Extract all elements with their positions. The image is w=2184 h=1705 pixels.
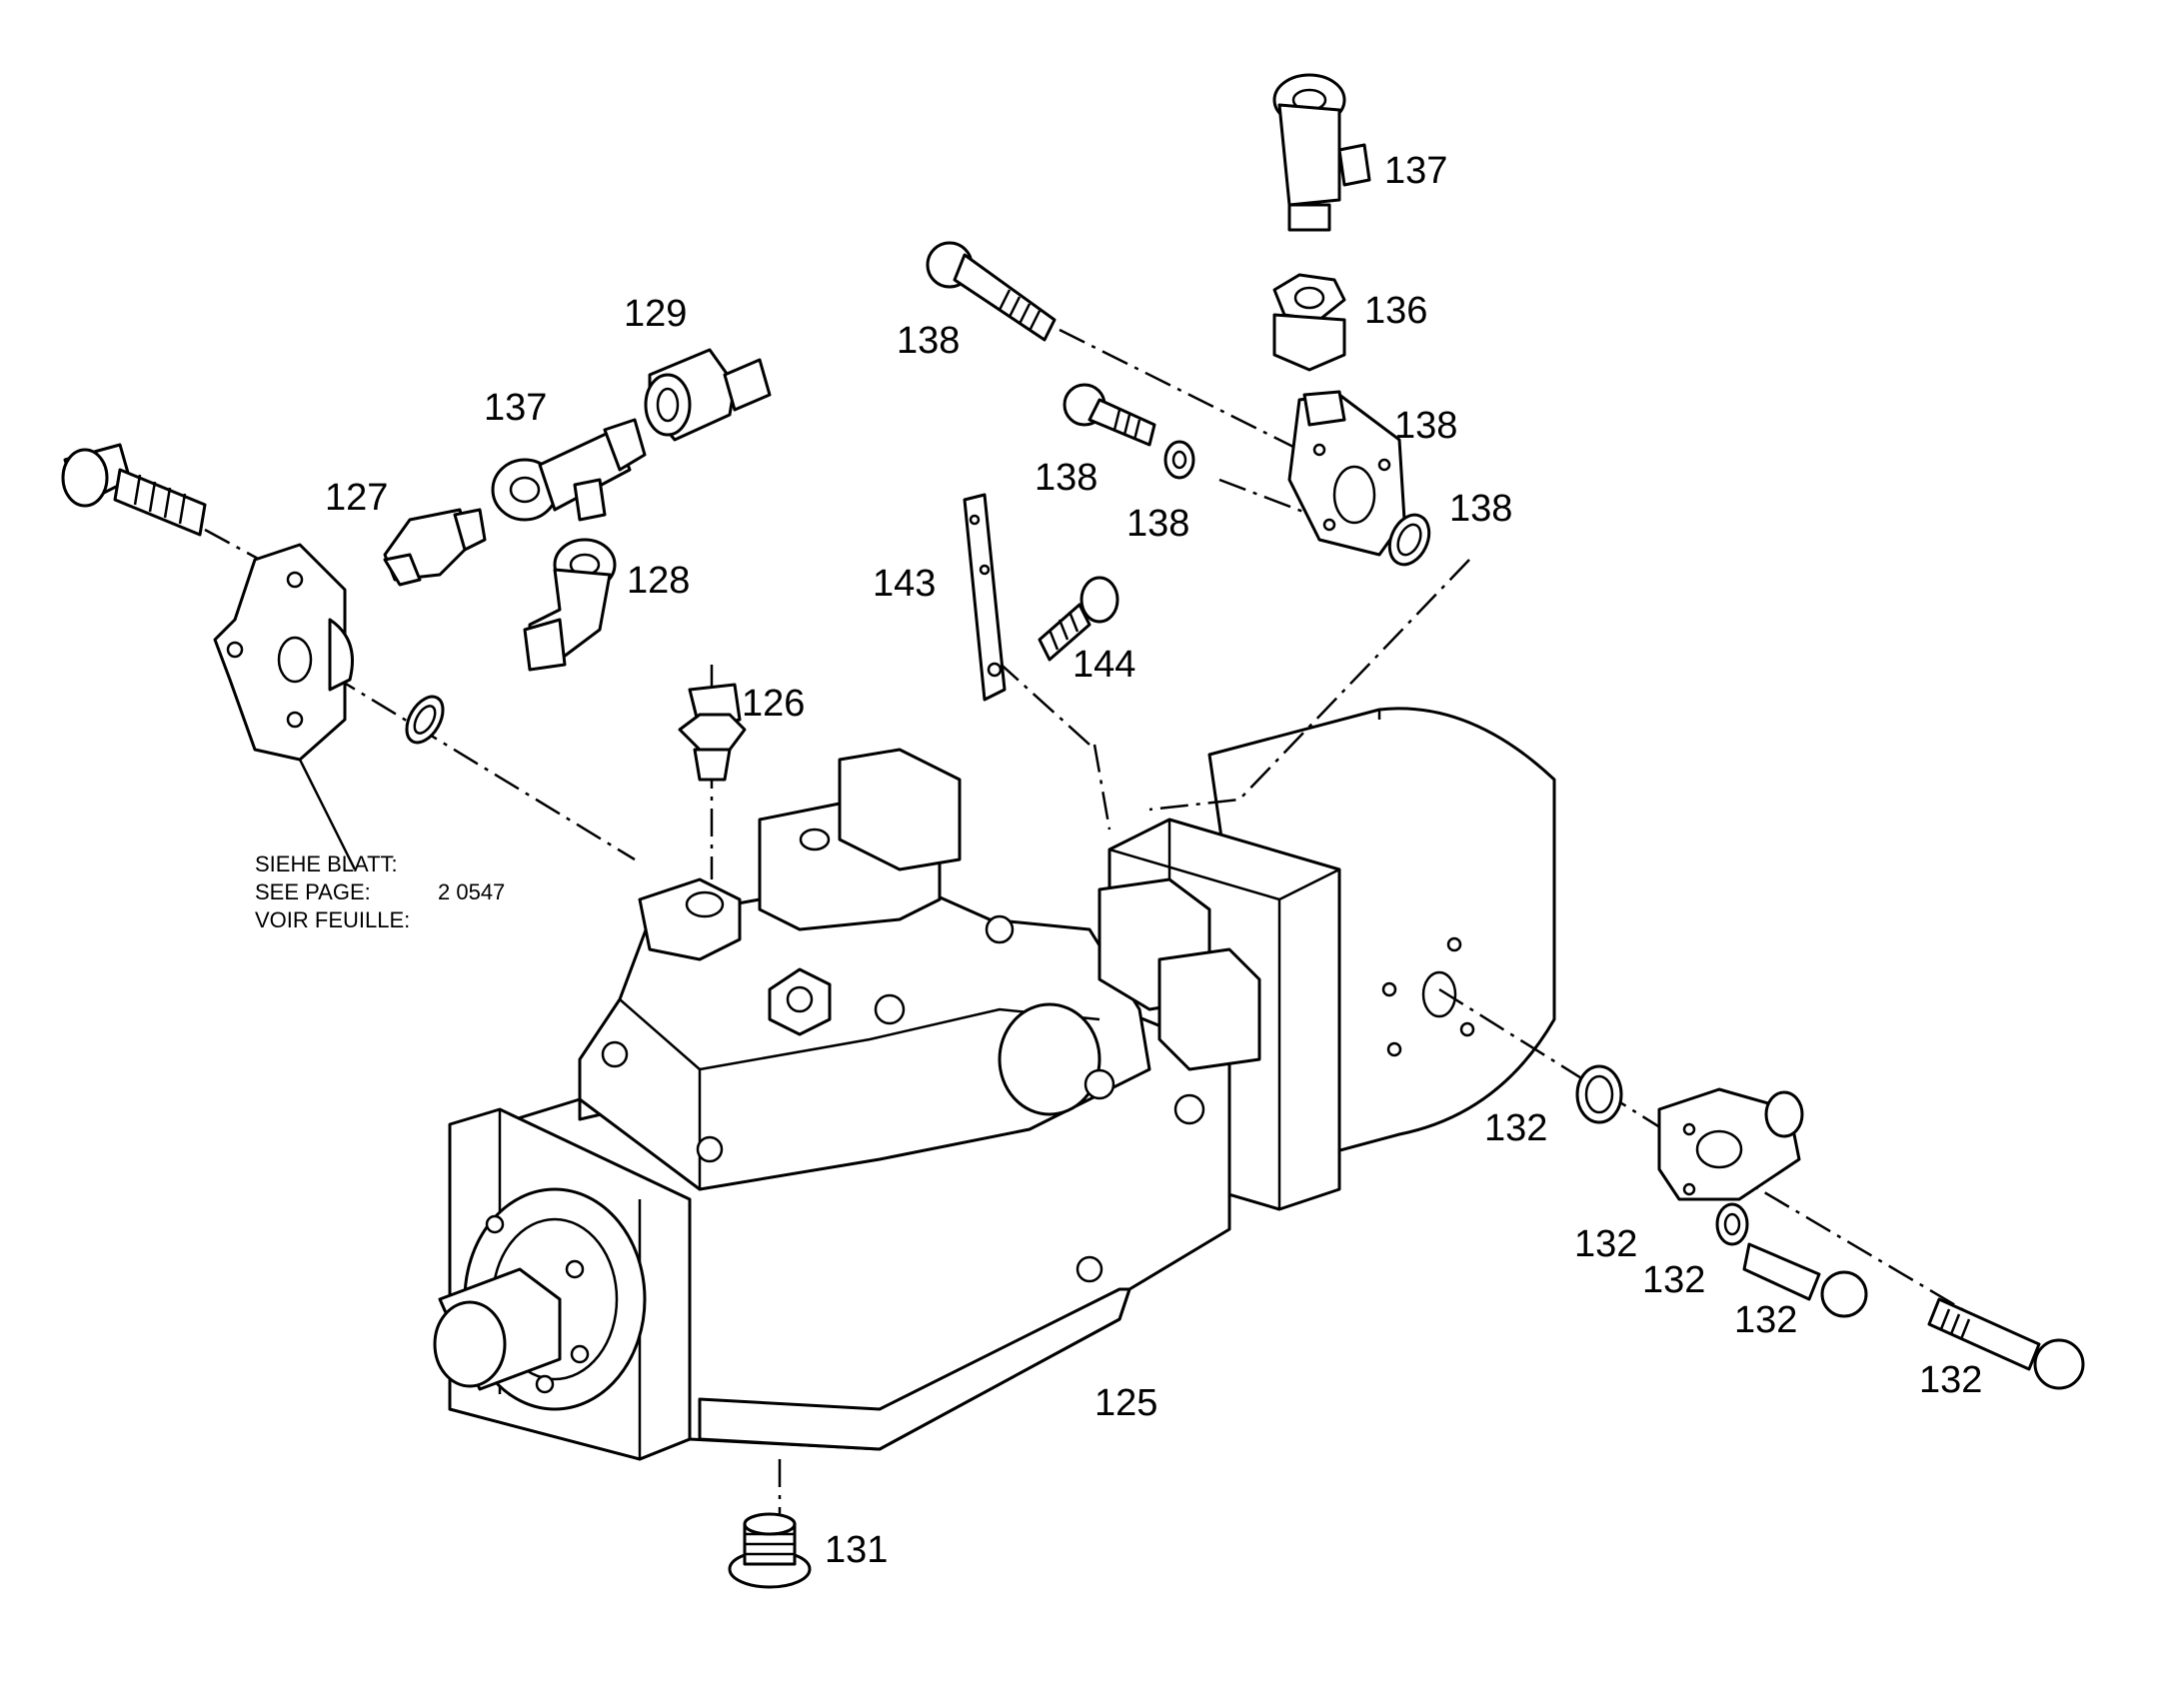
- cap-screw-132-short: [1742, 1242, 1868, 1318]
- callout-125: 125: [1094, 1382, 1157, 1424]
- elbow-fitting-128: [523, 538, 617, 672]
- callout-143: 143: [873, 563, 936, 605]
- reference-note: SIEHE BLATT: SEE PAGE: 2 0547 VOIR FEUIL…: [255, 852, 505, 932]
- callout-137-left: 137: [484, 387, 547, 429]
- callout-132-o-ring: 132: [1484, 1107, 1547, 1149]
- block-138: [1287, 390, 1406, 557]
- cap-screw-left: [61, 443, 207, 537]
- plug-131: [728, 1512, 812, 1589]
- connector-129: [644, 348, 772, 442]
- o-ring-138: [1387, 513, 1431, 567]
- callout-127: 127: [325, 477, 388, 519]
- callout-132-long-screw: 132: [1919, 1359, 1982, 1401]
- flange-132: [1657, 1087, 1804, 1201]
- callout-128: 128: [627, 560, 690, 602]
- fitting-126: [678, 683, 747, 782]
- callout-138-block: 138: [1394, 405, 1457, 447]
- reference-line-french: VOIR FEUILLE:: [255, 907, 410, 932]
- strap-143: [963, 493, 1007, 702]
- callout-132-short-screw: 132: [1734, 1299, 1797, 1341]
- reference-line-german: SIEHE BLATT:: [255, 852, 398, 876]
- tee-fitting-137-left: [491, 418, 647, 522]
- callout-138-o-ring: 138: [1449, 488, 1512, 530]
- callout-138-long-screw: 138: [897, 320, 960, 362]
- reference-page-number: 2 0547: [438, 879, 505, 904]
- hydraulic-pump-assembly: [433, 707, 1556, 1461]
- o-ring-left: [405, 695, 445, 745]
- cap-screw-132-long: [1927, 1297, 2085, 1390]
- tee-fitting-137-top: [1272, 73, 1371, 232]
- reference-line-english: SEE PAGE:: [255, 879, 371, 904]
- cap-screw-144: [1038, 576, 1119, 662]
- callout-132-flange: 132: [1574, 1223, 1637, 1265]
- callout-131: 131: [825, 1529, 888, 1571]
- side-flange-127: [213, 543, 354, 762]
- callout-138-washer: 138: [1126, 503, 1189, 545]
- callout-labels: 137 136 138 138 138 138 138 129 137 127 …: [325, 150, 1982, 1571]
- callout-144: 144: [1073, 644, 1135, 686]
- callout-126: 126: [742, 683, 805, 725]
- callout-138-short-screw: 138: [1035, 457, 1097, 499]
- callout-129: 129: [624, 293, 687, 335]
- callout-136: 136: [1364, 290, 1427, 332]
- washer-138: [1163, 440, 1195, 480]
- cap-screw-138-long: [926, 241, 1057, 342]
- callout-137-top: 137: [1384, 150, 1447, 192]
- nut-136: [1272, 273, 1346, 372]
- callout-132-washer: 132: [1642, 1259, 1705, 1301]
- cap-screw-138-short: [1063, 383, 1156, 447]
- fitting-127: [383, 508, 487, 587]
- washer-132: [1715, 1202, 1749, 1246]
- o-ring-132: [1575, 1064, 1623, 1124]
